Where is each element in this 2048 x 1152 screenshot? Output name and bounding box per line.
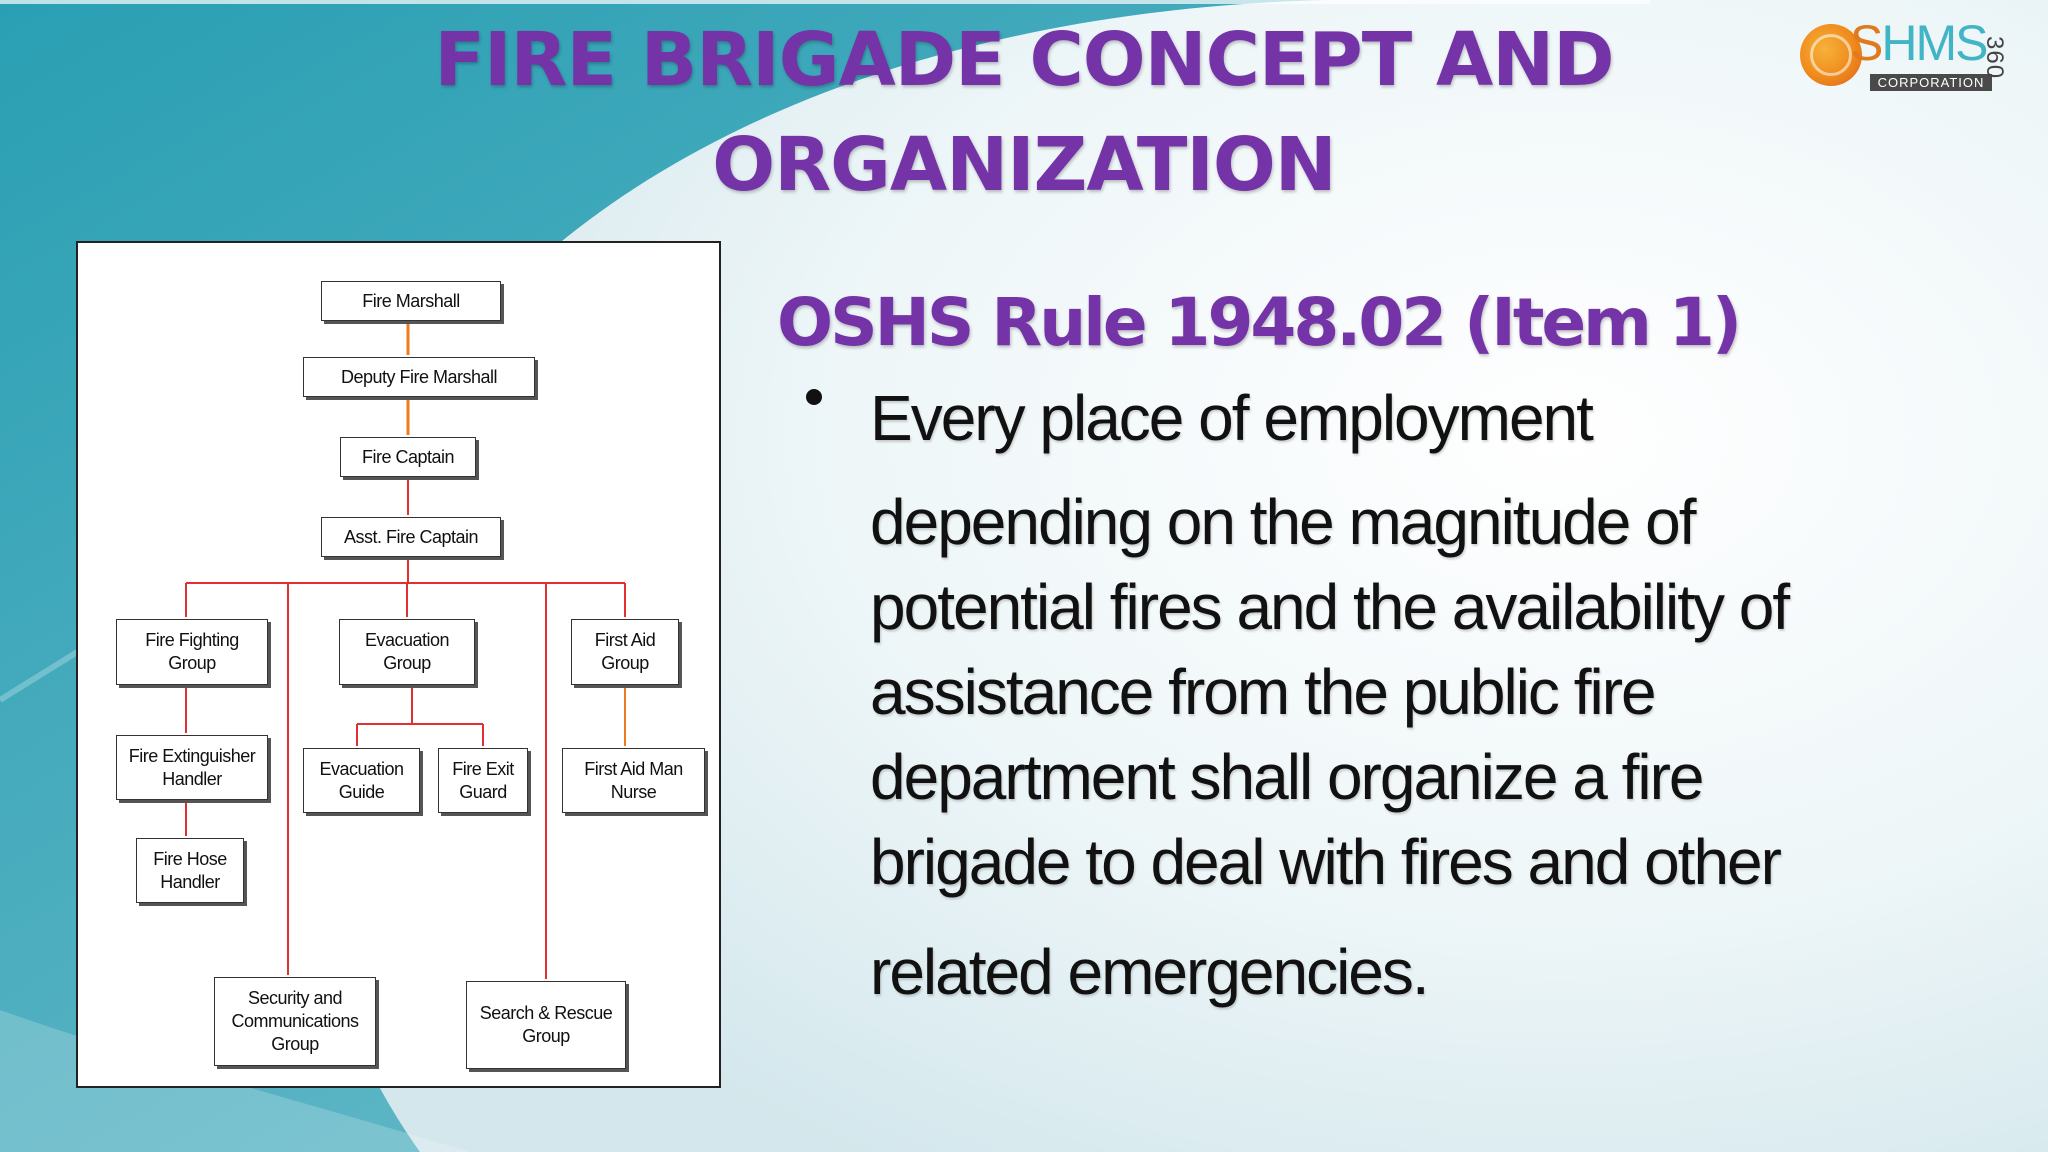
- org-node-first-aid-group: First Aid Group: [571, 619, 679, 685]
- body-line-6: brigade to deal with fires and other: [870, 826, 1782, 898]
- org-chart-connectors: [185, 321, 626, 979]
- org-node-asst-fire-captain: Asst. Fire Captain: [321, 517, 501, 557]
- org-node-fire-extinguisher-handler: Fire Extinguisher Handler: [116, 735, 268, 800]
- body-line-3: potential fires and the availability of: [870, 571, 1790, 643]
- org-node-fire-exit-guard: Fire Exit Guard: [438, 748, 528, 813]
- org-node-fire-marshall: Fire Marshall: [321, 281, 501, 321]
- org-node-security-communications-group: Security and Communications Group: [214, 977, 376, 1066]
- logo-brand-hms: HMS: [1881, 15, 1988, 71]
- org-node-first-aid-man-nurse: First Aid Man Nurse: [562, 748, 705, 813]
- org-node-fire-hose-handler: Fire Hose Handler: [136, 838, 244, 903]
- bullet-icon: [806, 389, 822, 405]
- body-line-5: department shall organize a fire: [870, 741, 1704, 813]
- org-node-fire-captain: Fire Captain: [340, 437, 476, 477]
- org-node-search-rescue-group: Search & Rescue Group: [466, 981, 626, 1069]
- org-node-evacuation-guide: Evacuation Guide: [303, 748, 420, 813]
- globe-icon: [1800, 24, 1862, 86]
- org-chart: Fire Marshall Deputy Fire Marshall Fire …: [76, 241, 721, 1088]
- body-line-2: depending on the magnitude of: [870, 486, 1696, 558]
- body-line-4: assistance from the public fire: [870, 656, 1657, 728]
- logo-brand-s: S: [1850, 15, 1883, 71]
- org-node-deputy-fire-marshall: Deputy Fire Marshall: [303, 357, 535, 397]
- body-line-7: related emergencies.: [870, 936, 1430, 1008]
- body-line-1: Every place of employment: [870, 382, 1594, 454]
- logo-brand: SHMS: [1850, 15, 1988, 71]
- logo-corporation-label: CORPORATION: [1870, 74, 1992, 91]
- company-logo: SHMS CORPORATION 360: [1796, 14, 2036, 96]
- logo-number: 360: [1981, 36, 2008, 80]
- slide-title-line-2: ORGANIZATION: [712, 122, 1336, 208]
- slide-title-line-1: FIRE BRIGADE CONCEPT AND: [434, 17, 1614, 103]
- org-node-evacuation-group: Evacuation Group: [339, 619, 475, 685]
- org-node-fire-fighting-group: Fire Fighting Group: [116, 619, 268, 685]
- rule-heading: OSHS Rule 1948.02 (Item 1): [777, 284, 1742, 361]
- connector-tree: [185, 475, 626, 979]
